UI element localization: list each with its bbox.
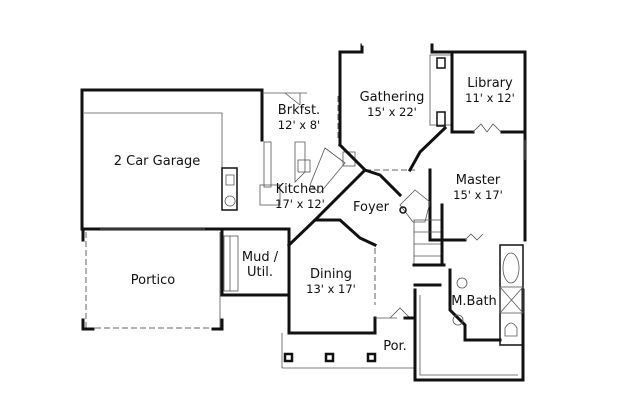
room-brkfst: Brkfst. 12' x 8' [277,103,321,132]
portico-outline [81,230,224,331]
room-dimensions: 17' x 12' [275,196,325,211]
dining-walls [286,218,417,335]
room-name: Por. [383,339,407,354]
room-gathering: Gathering 15' x 22' [359,90,425,119]
room-dimensions: 15' x 22' [367,104,417,119]
room-portico: Portico [130,273,176,289]
mud-utility-walls [220,227,291,297]
room-garage: 2 Car Garage [113,154,201,170]
room-library: Library 11' x 12' [465,76,515,105]
room-name-line2: Util. [247,264,273,280]
gathering-walls [338,31,527,173]
room-name: M.Bath [451,294,497,309]
garage-walls [80,88,264,231]
room-name: Portico [130,273,176,288]
room-name: Library [467,76,513,91]
porch-outline [281,333,415,369]
room-name: 2 Car Garage [113,154,201,169]
room-name: Mud / [241,250,279,265]
room-dimensions: 15' x 17' [453,187,503,202]
room-foyer: Foyer [352,200,390,216]
room-dining: Dining 13' x 17' [306,267,356,296]
room-kitchen: Kitchen 17' x 12' [275,182,325,211]
library-walls [450,50,527,134]
room-master-bath: M.Bath [451,294,497,310]
room-name: Kitchen [275,182,325,197]
master-walls [428,130,527,242]
room-dimensions: 13' x 17' [306,281,356,296]
room-porch: Por. [383,339,407,355]
room-name: Gathering [359,90,425,105]
room-name: Foyer [352,200,390,215]
room-name: Master [455,173,501,188]
stair-walls [363,168,446,267]
room-dimensions: 12' x 8' [277,117,321,132]
master-bath-walls [448,233,524,346]
room-master: Master 15' x 17' [453,173,503,202]
room-dimensions: 11' x 12' [465,90,515,105]
room-mud-util: Mud / Util. [241,250,279,280]
room-name: Brkfst. [277,103,321,118]
room-name: Dining [310,267,352,282]
